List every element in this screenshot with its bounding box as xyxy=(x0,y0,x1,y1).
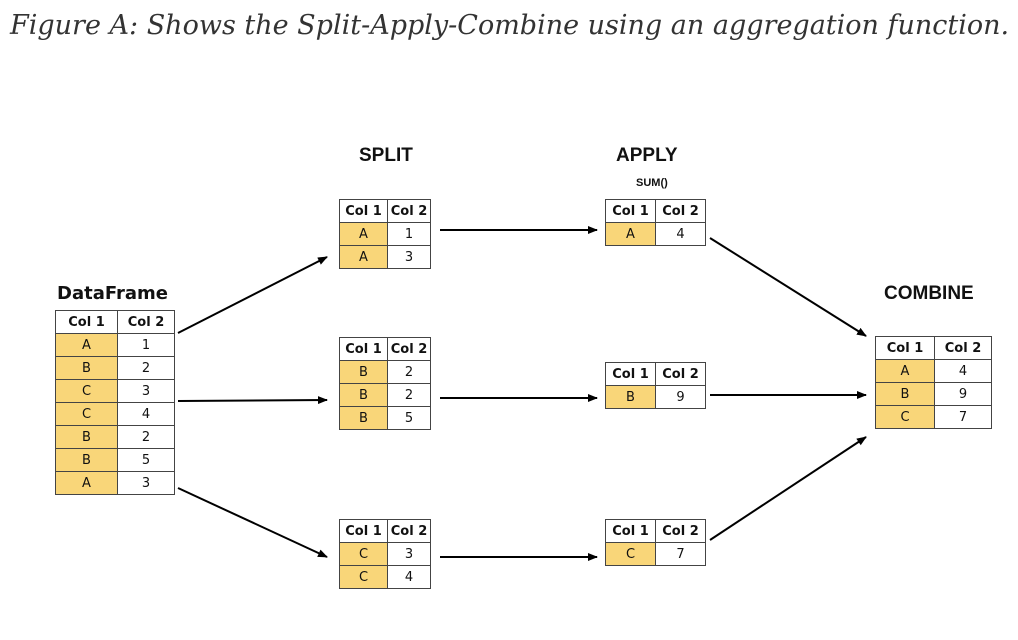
table-cell: C xyxy=(339,565,388,589)
table-cell: A xyxy=(339,245,388,269)
table-cell: 7 xyxy=(934,405,992,429)
table-header-row: Col 1 Col 2 xyxy=(605,362,706,386)
header-col-1: Col 1 xyxy=(875,336,935,360)
header-col-1: Col 1 xyxy=(339,199,388,223)
table-cell: A xyxy=(605,222,656,246)
table-cell: 4 xyxy=(655,222,706,246)
combine-title: COMBINE xyxy=(884,283,974,304)
table-cell: 9 xyxy=(934,382,992,406)
header-col-2: Col 2 xyxy=(387,519,431,543)
table-cell: 2 xyxy=(117,425,175,449)
table-cell: 4 xyxy=(387,565,431,589)
table-cell: 4 xyxy=(934,359,992,383)
header-col-1: Col 1 xyxy=(605,519,656,543)
header-col-2: Col 2 xyxy=(655,362,706,386)
table-cell: 7 xyxy=(655,542,706,566)
header-col-2: Col 2 xyxy=(387,199,431,223)
arrow-df-to-split-c xyxy=(177,487,328,558)
table-cell: C xyxy=(55,402,118,426)
table-cell: B xyxy=(339,360,388,384)
table-cell: 9 xyxy=(655,385,706,409)
table-cell: C xyxy=(875,405,935,429)
dataframe-title: DataFrame xyxy=(57,283,168,304)
table-cell: A xyxy=(55,471,118,495)
table-cell: 5 xyxy=(387,406,431,430)
apply-title: APPLY xyxy=(616,145,678,166)
table-cell: 2 xyxy=(117,356,175,380)
header-col-2: Col 2 xyxy=(117,310,175,334)
table-cell: B xyxy=(55,425,118,449)
table-header-row: Col 1 Col 2 xyxy=(339,519,431,543)
header-col-1: Col 1 xyxy=(605,199,656,223)
table-cell: 1 xyxy=(117,333,175,357)
arrow-df-to-split-a xyxy=(177,256,328,334)
split-title: SPLIT xyxy=(359,145,413,166)
table-cell: C xyxy=(605,542,656,566)
arrow-df-to-split-b xyxy=(177,396,328,405)
table-cell: A xyxy=(875,359,935,383)
table-header-row: Col 1 Col 2 xyxy=(339,199,431,223)
table-cell: 2 xyxy=(387,383,431,407)
table-cell: 3 xyxy=(387,542,431,566)
header-col-2: Col 2 xyxy=(655,199,706,223)
table-header-row: Col 1 Col 2 xyxy=(875,336,992,360)
header-col-1: Col 1 xyxy=(339,337,388,361)
table-cell: B xyxy=(55,356,118,380)
table-cell: 3 xyxy=(387,245,431,269)
table-cell: A xyxy=(339,222,388,246)
arrow-apply-c-to-combine xyxy=(709,436,867,541)
apply-function-label: SUM() xyxy=(636,177,668,189)
table-cell: B xyxy=(339,406,388,430)
table-cell: 4 xyxy=(117,402,175,426)
table-header-row: Col 1 Col 2 xyxy=(339,337,431,361)
arrow-apply-a-to-combine xyxy=(709,237,867,337)
table-cell: 1 xyxy=(387,222,431,246)
table-cell: C xyxy=(55,379,118,403)
figure-caption: Figure A: Shows the Split-Apply-Combine … xyxy=(10,10,1010,41)
table-header-row: Col 1 Col 2 xyxy=(605,199,706,223)
table-cell: B xyxy=(55,448,118,472)
table-cell: 3 xyxy=(117,379,175,403)
header-col-2: Col 2 xyxy=(655,519,706,543)
header-col-2: Col 2 xyxy=(934,336,992,360)
table-header-row: Col 1 Col 2 xyxy=(605,519,706,543)
header-col-1: Col 1 xyxy=(339,519,388,543)
table-cell: B xyxy=(605,385,656,409)
table-cell: 5 xyxy=(117,448,175,472)
table-cell: 3 xyxy=(117,471,175,495)
table-cell: B xyxy=(875,382,935,406)
header-col-2: Col 2 xyxy=(387,337,431,361)
